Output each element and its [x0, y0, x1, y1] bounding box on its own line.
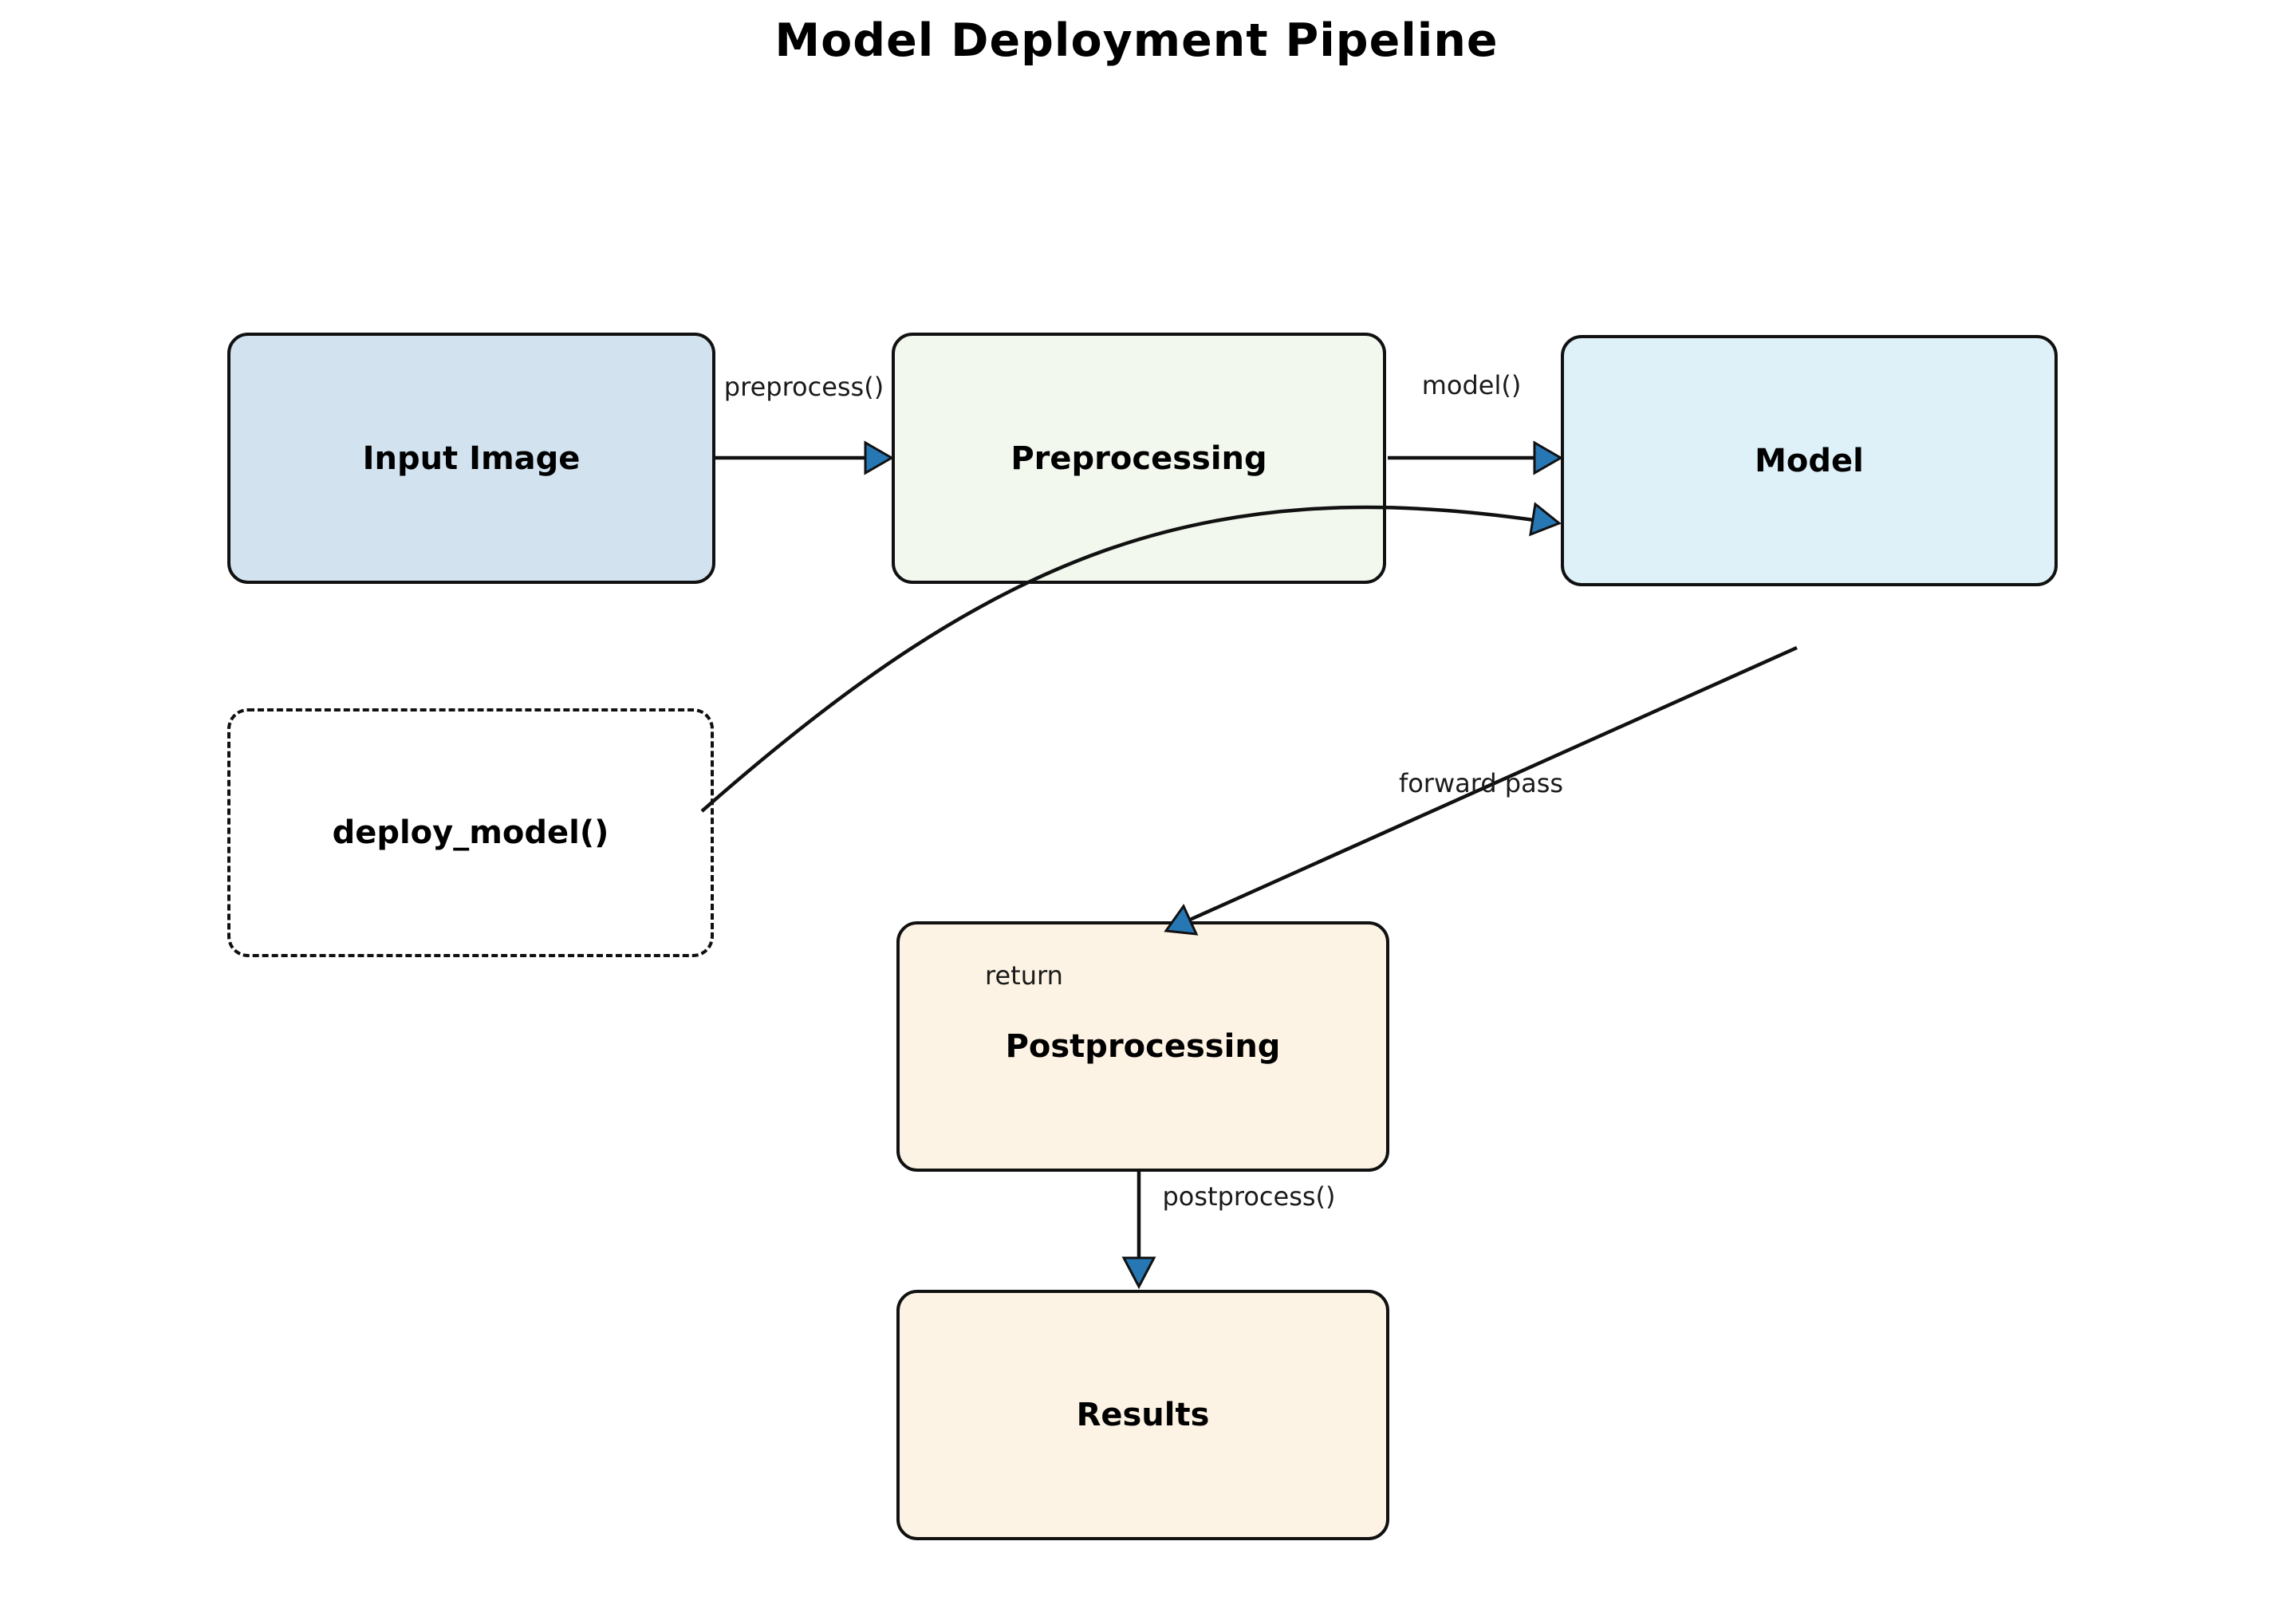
- node-postprocessing-label: Postprocessing: [1005, 1028, 1281, 1065]
- edge-label-model: model(): [1421, 370, 1522, 400]
- edge-label-preprocess: preprocess(): [723, 372, 884, 402]
- edge-model-arrowhead-icon: [1533, 440, 1564, 475]
- node-model: Model: [1561, 335, 2058, 586]
- node-input-image-label: Input Image: [362, 440, 581, 477]
- diagram-title: Model Deployment Pipeline: [774, 14, 1499, 67]
- node-results-label: Results: [1076, 1397, 1210, 1433]
- edge-postprocess-arrowhead-icon: [1121, 1256, 1156, 1290]
- edge-label-forward-pass: forward pass: [1398, 768, 1564, 798]
- node-deploy-model-label: deploy_model(): [332, 814, 609, 851]
- node-results: Results: [896, 1290, 1389, 1540]
- node-postprocessing: Postprocessing: [896, 921, 1389, 1172]
- node-preprocessing-label: Preprocessing: [1010, 440, 1267, 477]
- edge-label-postprocess: postprocess(): [1162, 1181, 1336, 1212]
- node-preprocessing: Preprocessing: [892, 333, 1386, 584]
- edge-label-return: return: [985, 960, 1063, 991]
- edge-deploy-arrowhead-icon: [1529, 502, 1562, 537]
- edge-preprocess-arrowhead-icon: [864, 440, 895, 475]
- node-input-image: Input Image: [227, 333, 715, 584]
- node-deploy-model: deploy_model(): [227, 708, 714, 957]
- node-model-label: Model: [1755, 442, 1864, 479]
